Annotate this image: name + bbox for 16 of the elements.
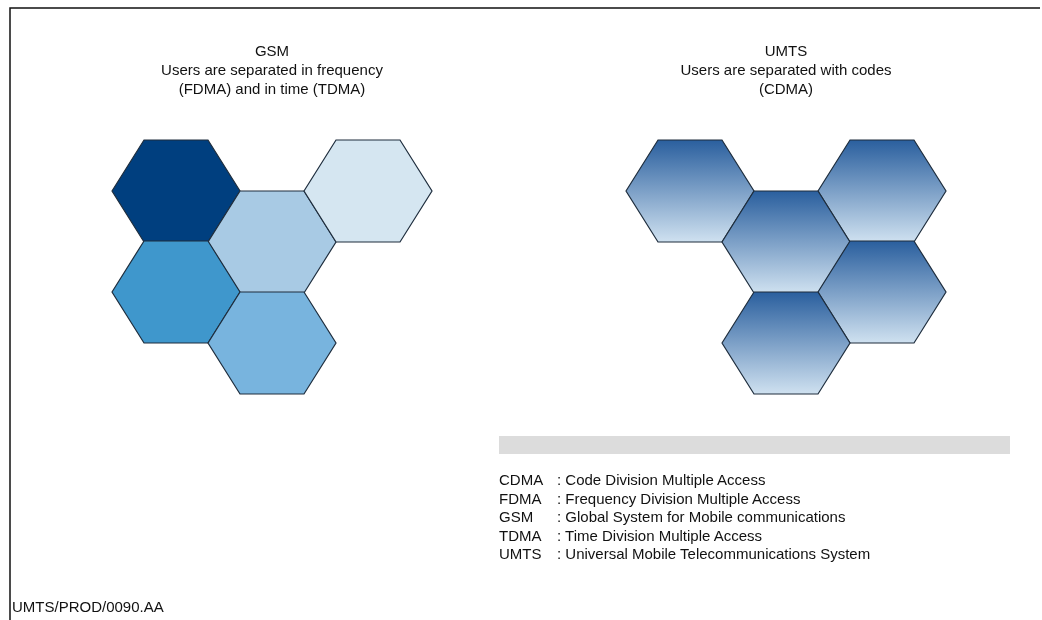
glossary-definition: : Global System for Mobile communications (557, 507, 847, 526)
divider-bar (499, 436, 1010, 454)
glossary-definition: : Time Division Multiple Access (557, 525, 764, 545)
glossary-term: CDMA (499, 470, 545, 489)
document-reference: UMTS/PROD/0090.AA (12, 597, 165, 616)
heading: UMTS (763, 41, 809, 60)
glossary-definition: : Code Division Multiple Access (557, 470, 767, 489)
description: Users are separated with codes (CDMA) (679, 60, 893, 98)
glossary-term: UMTS (499, 544, 543, 563)
glossary-definition: : Frequency Division Multiple Access (557, 488, 802, 508)
description: Users are separated in frequency (FDMA) and in time (TDMA) (160, 60, 384, 98)
glossary-term: GSM (499, 507, 535, 526)
heading: GSM (253, 41, 291, 60)
glossary-definition: : Universal Mobile Telecommunications System (557, 544, 872, 563)
glossary-term: TDMA (499, 525, 543, 545)
glossary-term: FDMA (499, 488, 543, 508)
